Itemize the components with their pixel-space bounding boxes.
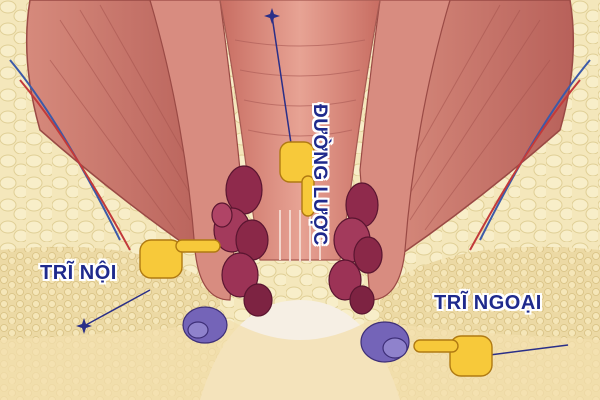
- canal-folds: [234, 39, 366, 137]
- internal-hemorrhoid-left: [211, 165, 273, 317]
- pointing-hand-icon: [279, 141, 315, 217]
- dentate-line-label: ĐƯỜNG LƯỢC: [309, 104, 330, 246]
- right-internal-sphincter: [359, 0, 451, 301]
- pointer-lines: [83, 15, 569, 357]
- internal-hemorrhoid-label: TRĨ NỘI: [40, 262, 117, 284]
- pointing-hand-icon: [413, 335, 493, 377]
- external-hemorrhoid-right: [360, 321, 410, 363]
- blood-vessels: [9, 59, 591, 251]
- internal-hemorrhoid-right: [328, 182, 383, 315]
- anal-columns: [279, 210, 321, 262]
- external-hemorrhoid-left: [182, 306, 228, 344]
- external-hemorrhoid-label: TRĨ NGOẠI: [434, 292, 542, 314]
- pointing-hand-icon: [139, 239, 221, 279]
